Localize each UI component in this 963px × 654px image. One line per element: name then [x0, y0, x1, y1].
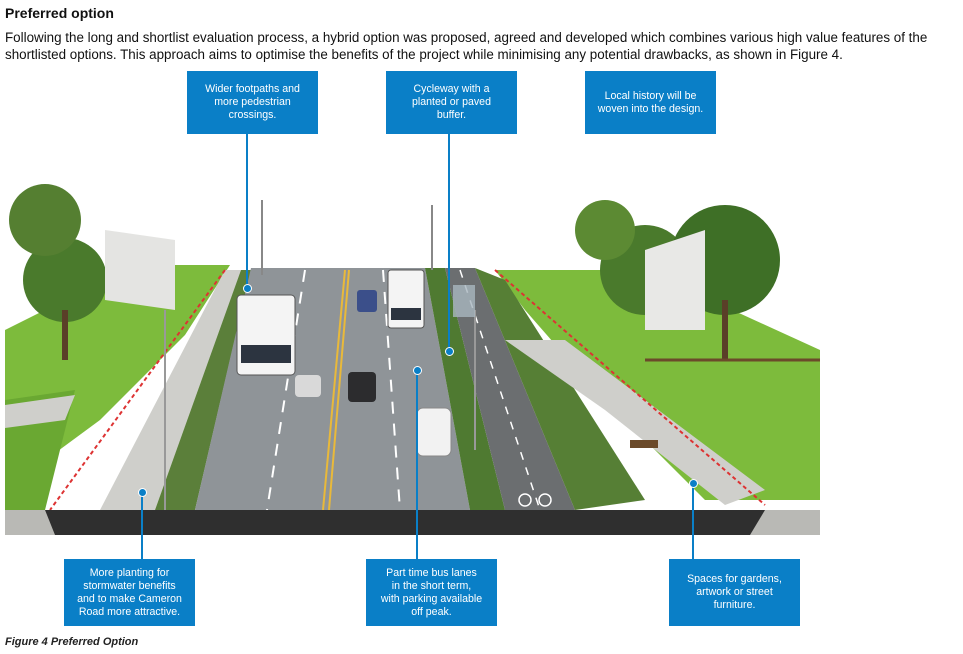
callout-planting-line: and to make Cameron: [77, 592, 182, 605]
callout-gardens: Spaces for gardens, artwork or street fu…: [669, 559, 800, 626]
marker-cycleway: [445, 347, 454, 356]
street-illustration: [5, 160, 820, 535]
callout-footpaths-line: Wider footpaths and: [205, 83, 300, 95]
callout-buslanes-line: in the short term,: [391, 579, 472, 592]
marker-planting: [138, 488, 147, 497]
callout-gardens-line: furniture.: [713, 599, 756, 611]
callout-history-line: Local history will be: [604, 89, 697, 102]
callout-cycleway: Cycleway with a planted or paved buffer.: [386, 71, 517, 134]
callout-gardens-line: Spaces for gardens,: [687, 573, 782, 585]
marker-gardens: [689, 479, 698, 488]
marker-buslanes: [413, 366, 422, 375]
callout-buslanes-line: with parking available: [380, 592, 483, 605]
leader-cycleway: [448, 134, 450, 350]
leader-planting: [141, 494, 143, 559]
callout-planting-line: More planting for: [89, 566, 170, 579]
leader-footpaths: [246, 134, 248, 288]
leader-buslanes: [416, 372, 418, 559]
callout-history: Local history will be woven into the des…: [585, 71, 716, 134]
callout-footpaths: Wider footpaths and more pedestrian cros…: [187, 71, 318, 134]
callout-cycleway-line: planted or paved: [412, 96, 491, 108]
figure-caption: Figure 4 Preferred Option: [5, 636, 139, 648]
callout-cycleway-line: buffer.: [436, 109, 467, 121]
callout-planting-line: stormwater benefits: [83, 579, 176, 592]
callout-buslanes-line: Part time bus lanes: [386, 566, 477, 579]
callout-footpaths-line: more pedestrian: [214, 96, 291, 108]
callout-planting: More planting for stormwater benefits an…: [64, 559, 195, 626]
callout-planting-line: Road more attractive.: [78, 605, 181, 618]
callout-buslanes: Part time bus lanes in the short term, w…: [366, 559, 497, 626]
callout-gardens-line: artwork or street: [696, 586, 773, 598]
callout-footpaths-line: crossings.: [228, 109, 277, 121]
marker-footpaths: [243, 284, 252, 293]
callout-buslanes-line: off peak.: [411, 605, 452, 618]
callout-history-line: woven into the design.: [597, 102, 704, 115]
leader-gardens: [692, 485, 694, 559]
intro-paragraph: Following the long and shortlist evaluat…: [5, 30, 928, 62]
heading: Preferred option: [5, 5, 114, 21]
callout-cycleway-line: Cycleway with a: [413, 83, 490, 95]
